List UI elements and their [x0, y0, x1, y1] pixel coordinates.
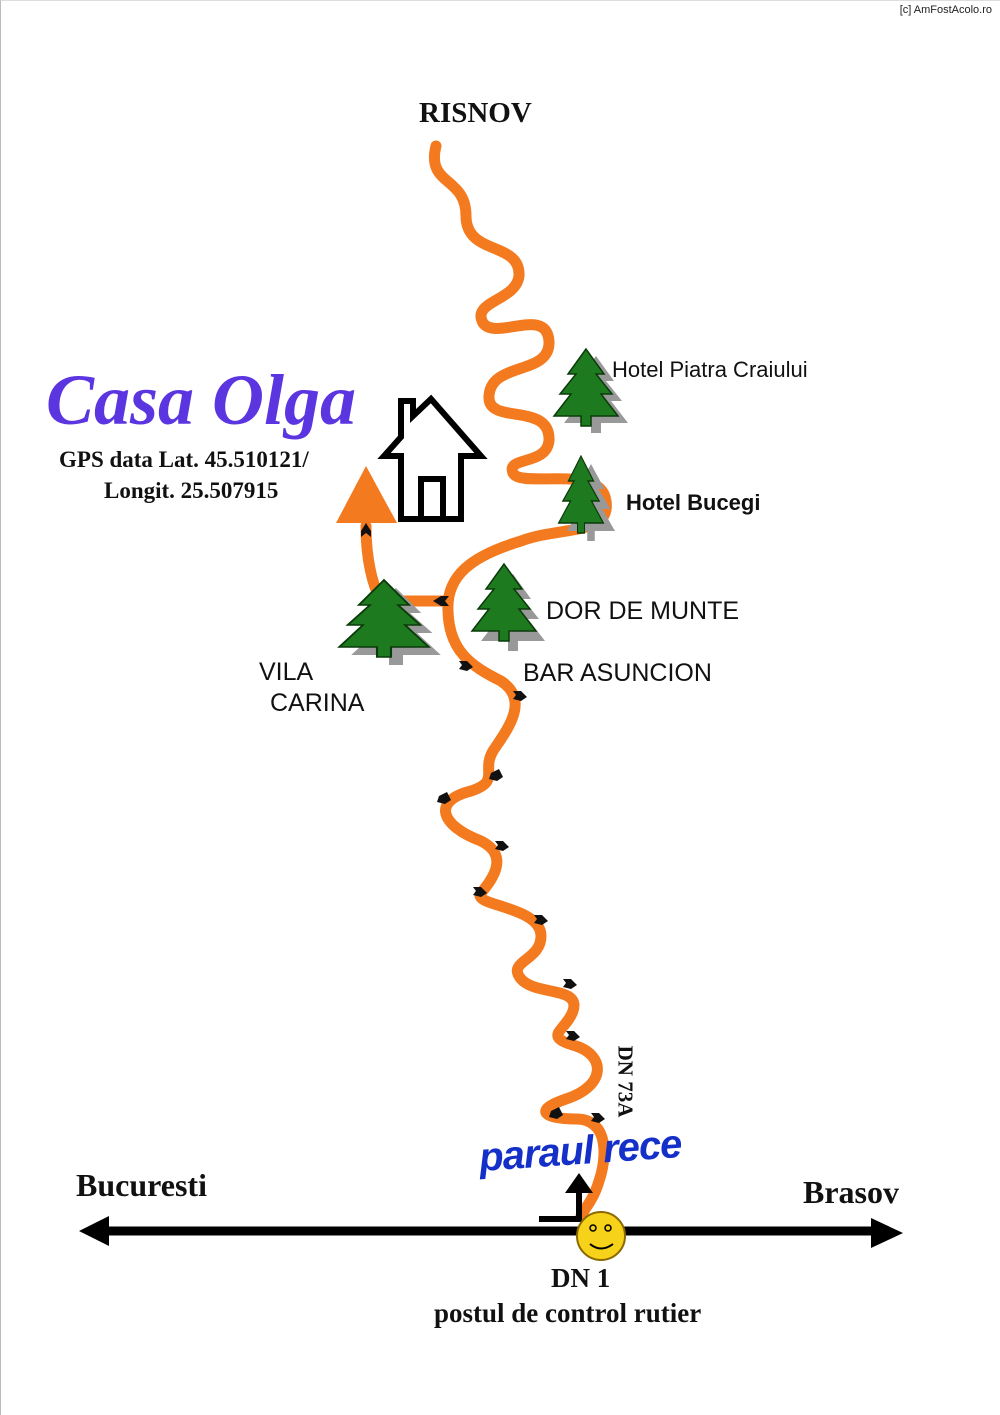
label-checkpoint: postul de control rutier — [434, 1298, 702, 1328]
label-bucuresti: Bucuresti — [76, 1167, 207, 1203]
arrow-brasov-icon — [871, 1218, 903, 1248]
watermark: [c] AmFostAcolo.ro — [899, 4, 992, 16]
tree-vila-carina — [338, 578, 441, 665]
gps-line2: Longit. 25.507915 — [104, 478, 279, 503]
tree-dor-de-munte — [471, 563, 545, 651]
road-dn73a — [428, 140, 612, 1222]
label-hotel-bucegi: Hotel Bucegi — [626, 490, 761, 515]
label-brasov: Brasov — [803, 1174, 899, 1210]
house-icon — [377, 394, 488, 522]
label-vila: VILA — [259, 658, 314, 686]
label-carina: CARINA — [270, 689, 365, 717]
label-dn1: DN 1 — [551, 1263, 611, 1293]
label-dn73a: DN 73A — [613, 1045, 638, 1118]
arrow-bucuresti-icon — [79, 1216, 109, 1246]
turn-arrow-icon — [539, 1173, 593, 1222]
gps-line1: GPS data Lat. 45.510121/ — [59, 447, 309, 472]
page-title: Casa Olga — [46, 360, 357, 440]
label-bar-asuncion: BAR ASUNCION — [523, 659, 712, 687]
smiley-icon — [576, 1211, 626, 1261]
label-dor-de-munte: DOR DE MUNTE — [546, 597, 740, 625]
destination-marker — [336, 466, 397, 523]
label-risnov: RISNOV — [419, 97, 532, 129]
label-hotel-piatra-craiului: Hotel Piatra Craiului — [612, 357, 808, 382]
